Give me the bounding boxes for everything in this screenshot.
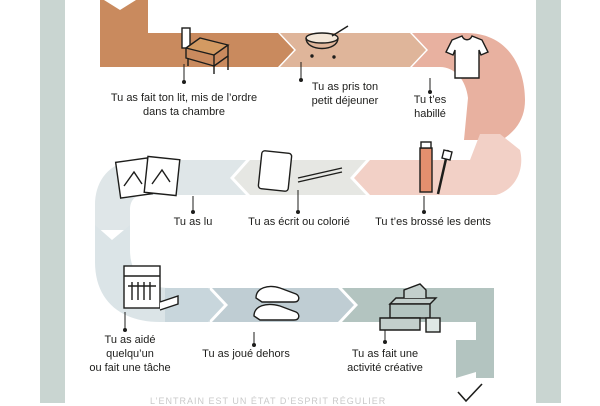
building-blocks-icon <box>379 283 441 333</box>
path-segment-teeth <box>354 134 522 195</box>
step-label-bed: Tu as fait ton lit, mis de l’ordre dans … <box>110 92 258 118</box>
sneakers-icon <box>253 285 300 321</box>
start-notch <box>104 0 136 10</box>
step-label-read: Tu as lu <box>173 216 213 228</box>
toothbrush-icon <box>419 141 453 195</box>
path-segment-breakfast <box>280 33 426 67</box>
left-border-panel <box>40 0 65 403</box>
cereal-bowl-icon <box>305 25 349 59</box>
path-segment-dressed <box>412 33 525 140</box>
step-label-play: Tu as joué dehors <box>202 348 290 360</box>
path-segment-bed <box>100 0 294 67</box>
bed-icon <box>181 27 230 74</box>
dishwasher-icon <box>123 265 179 311</box>
path-segment-creative <box>342 288 494 378</box>
step-label-creative: Tu as fait une activité créative <box>347 348 423 374</box>
step-label-teeth: Tu t’es brossé les dents <box>375 216 491 228</box>
right-border-panel <box>536 0 561 403</box>
step-label-help: Tu as aidé quelqu’un ou fait une tâche <box>89 334 171 374</box>
step-label-dressed: Tu t’es habillé <box>413 94 447 120</box>
tshirt-icon <box>445 35 489 79</box>
check-icon <box>457 383 483 403</box>
path-end-arrow <box>456 340 494 378</box>
book-icon <box>114 155 181 199</box>
notepad-pencils-icon <box>257 150 343 192</box>
path-segment-play <box>212 288 354 322</box>
step-label-write: Tu as écrit ou colorié <box>248 216 350 228</box>
step-label-breakfast: Tu as pris ton petit déjeuner <box>311 81 379 107</box>
path-segment-help <box>165 288 224 322</box>
bottom-caption: L’ENTRAIN EST UN ÉTAT D’ESPRIT RÉGULIER <box>150 396 387 406</box>
